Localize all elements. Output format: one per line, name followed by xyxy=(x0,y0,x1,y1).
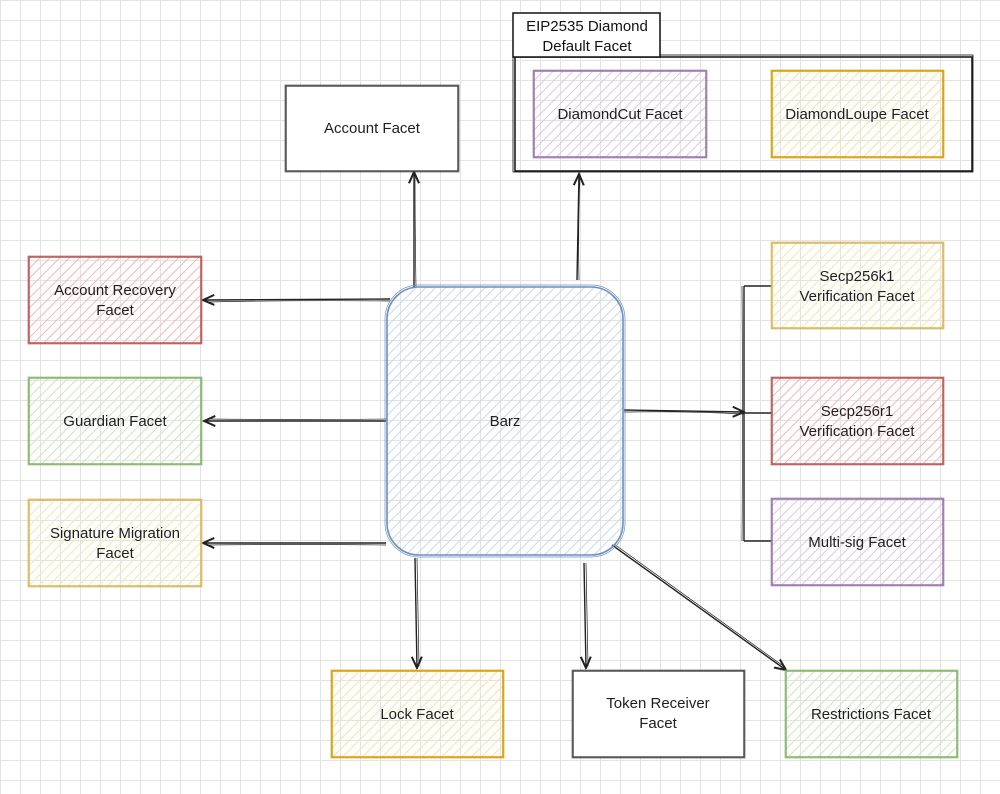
multisig-facet-node[interactable]: Multi-sig Facet xyxy=(770,497,945,587)
account-recovery-label-line2: Facet xyxy=(96,302,134,319)
diamondloupe-facet-label: DiamondLoupe Facet xyxy=(785,106,929,123)
arrow-to-token-receiver xyxy=(584,562,586,668)
restrictions-facet-node[interactable]: Restrictions Facet xyxy=(784,669,959,759)
guardian-facet-label: Guardian Facet xyxy=(63,413,167,430)
group-title-line1: EIP2535 Diamond xyxy=(526,18,648,35)
diamond-default-group: EIP2535 Diamond Default Facet xyxy=(512,12,974,173)
account-facet-label: Account Facet xyxy=(324,120,421,137)
connectors xyxy=(203,172,786,670)
lock-facet-node[interactable]: Lock Facet xyxy=(330,669,505,759)
account-facet-node[interactable]: Account Facet xyxy=(284,84,460,173)
barz-label: Barz xyxy=(490,413,521,430)
diamondcut-facet-node[interactable]: DiamondCut Facet xyxy=(532,69,708,159)
arrow-to-restrictions xyxy=(611,544,786,670)
signature-migration-facet-node[interactable]: Signature Migration Facet xyxy=(27,498,203,588)
diamondloupe-facet-node[interactable]: DiamondLoupe Facet xyxy=(770,69,945,159)
token-receiver-label-line1: Token Receiver xyxy=(606,695,709,712)
token-receiver-facet-node[interactable]: Token Receiver Facet xyxy=(571,669,746,759)
secp256k1-facet-node[interactable]: Secp256k1 Verification Facet xyxy=(770,241,945,330)
guardian-facet-node[interactable]: Guardian Facet xyxy=(27,376,203,466)
restrictions-facet-label: Restrictions Facet xyxy=(811,706,932,723)
signature-migration-label-line1: Signature Migration xyxy=(50,525,180,542)
arrow-to-diamond-group xyxy=(577,174,579,281)
multisig-facet-label: Multi-sig Facet xyxy=(808,534,906,551)
diamondcut-facet-label: DiamondCut Facet xyxy=(557,106,683,123)
group-title-box xyxy=(512,12,661,58)
secp256r1-facet-node[interactable]: Secp256r1 Verification Facet xyxy=(770,376,945,466)
account-recovery-facet-node[interactable]: Account Recovery Facet xyxy=(27,255,203,345)
secp256k1-label-line1: Secp256k1 xyxy=(819,268,894,285)
secp256r1-label-line1: Secp256r1 xyxy=(821,403,894,420)
secp256k1-label-line2: Verification Facet xyxy=(799,288,915,305)
lock-facet-label: Lock Facet xyxy=(380,706,454,723)
signature-migration-label-line2: Facet xyxy=(96,545,134,562)
token-receiver-label-line2: Facet xyxy=(639,715,677,732)
barz-node[interactable]: Barz xyxy=(384,284,626,558)
arrow-to-account-recovery xyxy=(203,299,391,300)
arrow-to-lock xyxy=(415,557,417,668)
group-title-line2: Default Facet xyxy=(542,38,632,55)
arrow-to-verification-group xyxy=(623,410,744,412)
secp256r1-label-line2: Verification Facet xyxy=(799,423,915,440)
account-recovery-label-line1: Account Recovery xyxy=(54,282,176,299)
